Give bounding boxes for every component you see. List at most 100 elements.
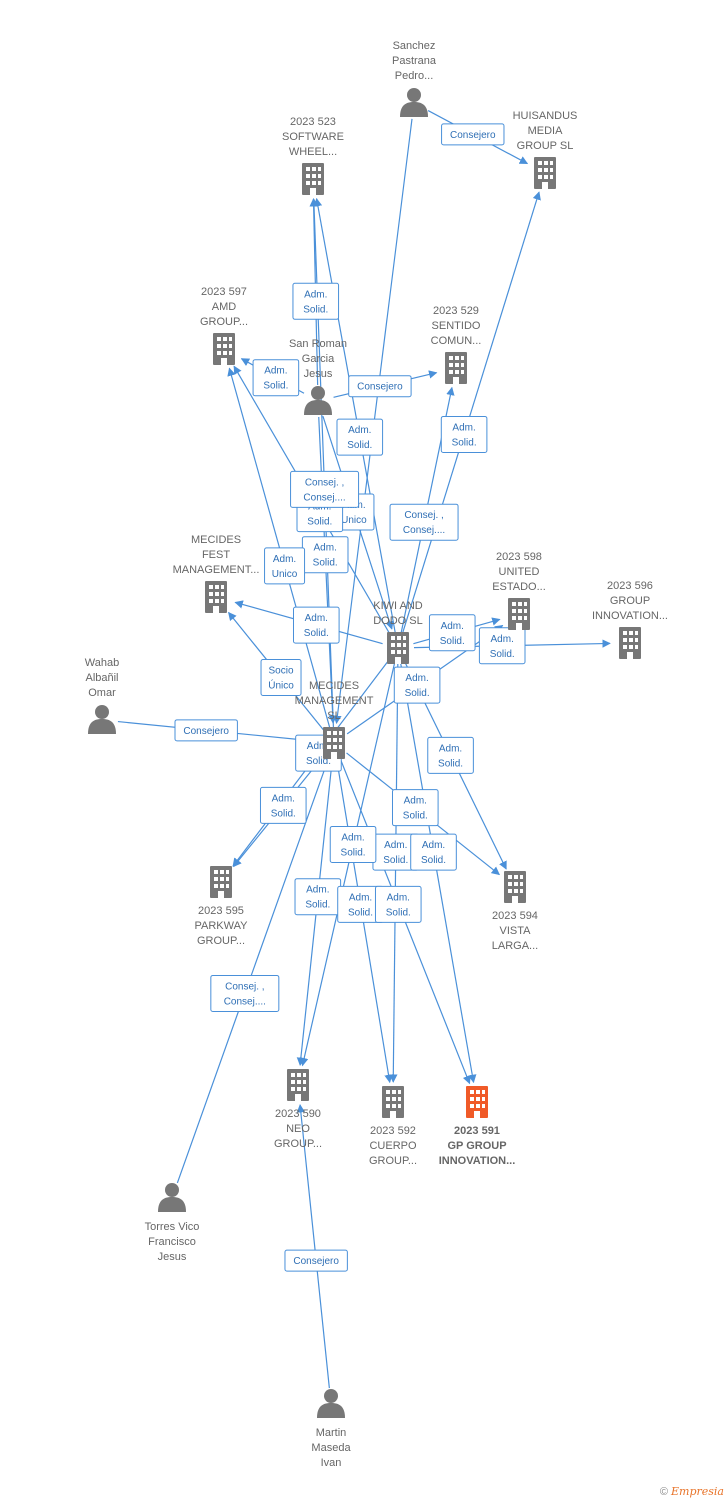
footer-brand[interactable]: © Empresia <box>660 1485 724 1498</box>
node-label: San Roman <box>289 338 347 350</box>
relation-label[interactable]: Consej. ,Consej.... <box>210 974 280 1012</box>
node-c598[interactable]: 2023 598UNITEDESTADO... <box>492 551 546 630</box>
node-label: MEDIA <box>528 125 564 137</box>
relation-label-text: Consejero <box>450 130 496 141</box>
node-label: Wahab <box>85 657 119 669</box>
building-icon <box>387 632 409 664</box>
node-c596[interactable]: 2023 596GROUPINNOVATION... <box>592 580 668 659</box>
node-label: SL <box>327 710 340 722</box>
building-icon <box>619 627 641 659</box>
relation-label-text: Adm. <box>314 543 337 554</box>
relation-label[interactable]: Adm.Solid. <box>478 627 526 665</box>
relation-label[interactable]: Adm.Solid. <box>329 825 377 863</box>
relation-label-text: Adm. <box>273 554 296 565</box>
edges-layer <box>117 110 611 1389</box>
relation-label[interactable]: Consejero <box>174 719 238 742</box>
relation-label[interactable]: Consejero <box>441 123 505 146</box>
relation-label-box <box>428 614 476 652</box>
node-label: Martin <box>316 1427 347 1439</box>
relation-label-text: Consej. , <box>225 981 264 992</box>
relation-label[interactable]: Adm.Solid. <box>374 885 422 923</box>
relation-label[interactable]: Consej. , Consej.... <box>290 470 360 508</box>
relation-label-text: Socio <box>269 665 294 676</box>
relation-label[interactable]: Adm.Solid. <box>440 415 488 453</box>
relation-label[interactable]: Adm.Solid. <box>393 666 441 704</box>
relation-label-box <box>391 789 439 827</box>
node-c594[interactable]: 2023 594VISTALARGA... <box>492 871 538 952</box>
node-c595[interactable]: 2023 595PARKWAYGROUP... <box>195 866 249 947</box>
relation-label-text: Unico <box>341 515 367 526</box>
relation-label[interactable]: Adm.Solid. <box>292 606 340 644</box>
relation-label-box <box>252 359 300 397</box>
building-icon <box>504 871 526 903</box>
node-mecidesfest[interactable]: MECIDESFESTMANAGEMENT... <box>173 534 260 613</box>
node-c590[interactable]: 2023 590NEOGROUP... <box>274 1069 322 1150</box>
relation-label-text: Adm. <box>307 741 330 752</box>
relation-label-text: Solid. <box>403 811 428 822</box>
relation-label-box <box>264 547 306 585</box>
relation-label[interactable]: Adm.Solid. <box>336 418 384 456</box>
relation-label-text: Solid. <box>313 558 338 569</box>
relation-label-text: Consej.... <box>303 492 345 503</box>
node-label: Pastrana <box>392 55 437 67</box>
relation-label[interactable]: Adm.Solid. <box>252 359 300 397</box>
relation-label-box <box>284 1249 348 1272</box>
node-label: 2023 597 <box>201 286 247 298</box>
relation-label[interactable]: Adm.Solid. <box>428 614 476 652</box>
node-c529[interactable]: 2023 529SENTIDOCOMUN... <box>431 305 482 384</box>
relation-label[interactable]: Adm.Solid. <box>391 789 439 827</box>
relation-label[interactable]: Adm.Unico <box>264 547 306 585</box>
relation-label-box <box>374 885 422 923</box>
relation-label[interactable]: Adm. Solid. <box>427 736 474 774</box>
relation-label-text: Solid. <box>341 847 366 858</box>
node-label: Francisco <box>148 1236 196 1248</box>
relation-label[interactable]: Consejero <box>284 1249 348 1272</box>
building-icon <box>466 1086 488 1118</box>
node-label: Pedro... <box>395 70 434 82</box>
relation-label[interactable]: Adm.Solid. <box>292 282 340 320</box>
relation-label[interactable]: Adm.Solid. <box>259 786 307 824</box>
relation-label-text: Adm. <box>305 613 328 624</box>
node-sanchez[interactable]: SanchezPastranaPedro... <box>392 40 437 117</box>
node-c592[interactable]: 2023 592CUERPOGROUP... <box>369 1086 417 1167</box>
relation-label[interactable]: Adm. Solid. <box>301 536 349 574</box>
relation-label[interactable]: Consejero <box>348 375 412 398</box>
relation-label-box <box>389 503 459 541</box>
relation-label-box <box>260 658 302 696</box>
relation-label-text: Solid. <box>452 437 477 448</box>
relation-label-text: Solid. <box>438 758 463 769</box>
relation-label[interactable]: Adm.Solid. <box>410 833 457 871</box>
edge-kiwi-to-c590 <box>300 663 396 1067</box>
node-c597[interactable]: 2023 597AMDGROUP... <box>200 286 248 365</box>
relation-label-text: Adm. <box>272 793 295 804</box>
relation-label-box <box>478 627 526 665</box>
relation-label-text: Adm. <box>405 673 428 684</box>
node-label: GROUP... <box>200 316 248 328</box>
node-label: FEST <box>202 549 230 561</box>
node-kiwi[interactable]: KIWI AND DODO SL <box>373 600 423 664</box>
node-label: INNOVATION... <box>592 610 668 622</box>
relation-label-text: Consej.... <box>403 525 445 536</box>
node-c523[interactable]: 2023 523SOFTWAREWHEEL... <box>282 116 344 195</box>
relation-label-text: Solid. <box>348 907 373 918</box>
relation-label-text: Adm. <box>348 425 371 436</box>
node-label: KIWI AND <box>373 600 423 612</box>
person-icon <box>400 88 428 117</box>
relation-label-text: Consej. , <box>305 477 344 488</box>
node-label: 2023 596 <box>607 580 653 592</box>
relation-label-text: Solid. <box>383 855 408 866</box>
relation-label-text: Adm. <box>439 743 462 754</box>
relation-label[interactable]: Adm.Solid. <box>294 878 342 916</box>
building-icon <box>382 1086 404 1118</box>
relation-label-text: Adm. <box>349 892 372 903</box>
relation-label[interactable]: Consej. ,Consej.... <box>389 503 459 541</box>
node-label: DODO SL <box>373 615 423 627</box>
